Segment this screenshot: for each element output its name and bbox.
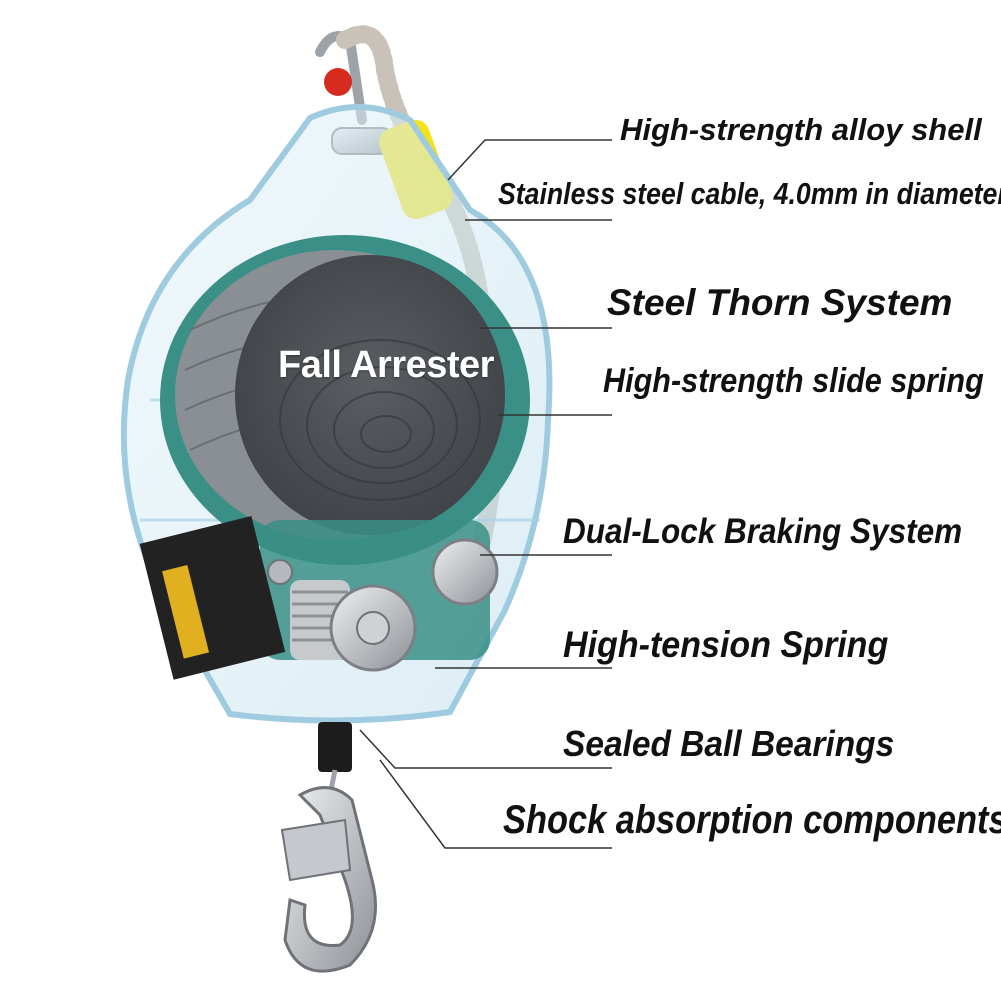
callout-shell: High-strength alloy shell [620, 112, 982, 147]
bearing-icon [267, 538, 499, 672]
callout-thorn: Steel Thorn System [607, 282, 953, 323]
callout-brake: Dual-Lock Braking System [563, 512, 963, 551]
hook-icon [280, 722, 377, 973]
callout-lines [359, 139, 612, 849]
callout-slide-spring: High-strength slide spring [603, 362, 984, 400]
warning-label-icon [139, 516, 286, 680]
mechanism [260, 520, 499, 672]
cable-drum-icon [160, 235, 530, 565]
product-name: Fall Arrester [278, 344, 494, 386]
callout-shock: Shock absorption components [503, 798, 1001, 842]
callout-cable: Stainless steel cable, 4.0mm in diameter [498, 176, 1001, 211]
callout-tension-spring: High-tension Spring [563, 624, 889, 665]
callout-bearings: Sealed Ball Bearings [563, 723, 895, 764]
